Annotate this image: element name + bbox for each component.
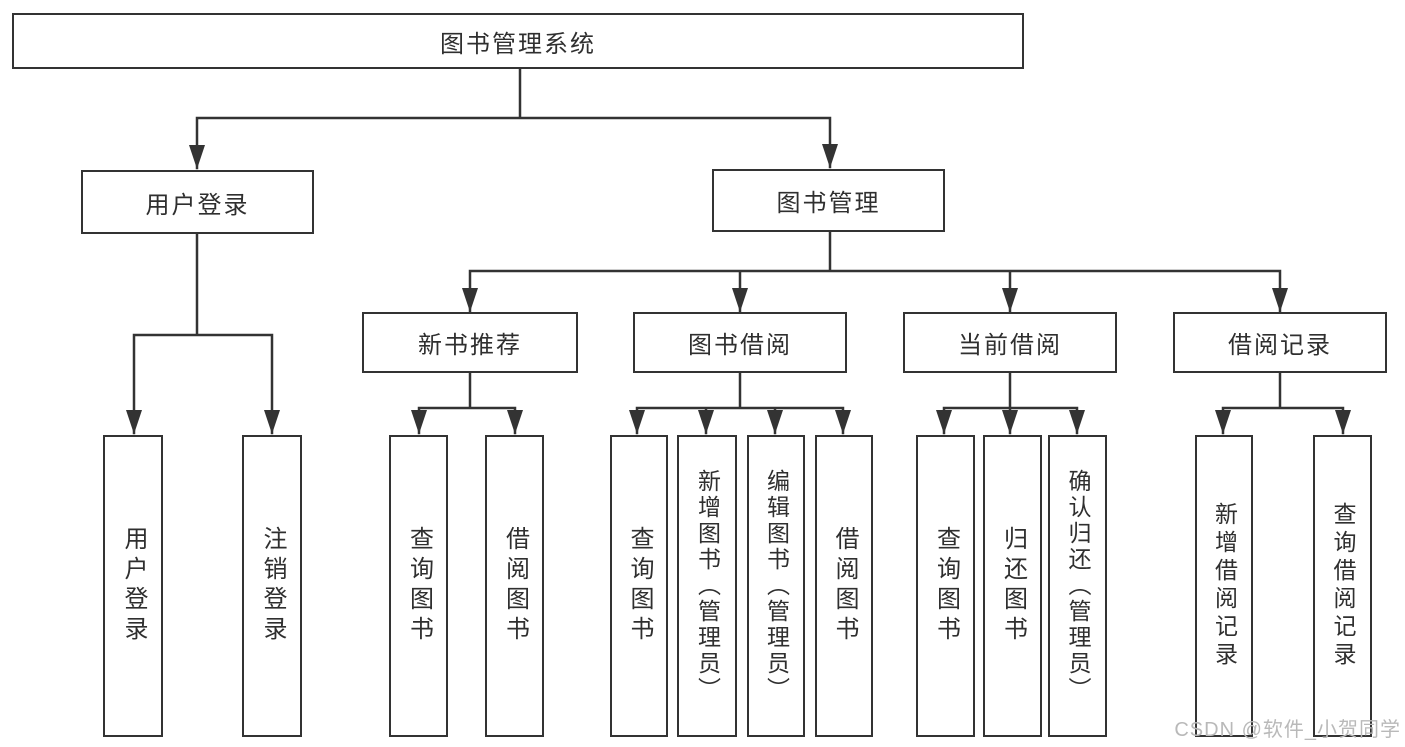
arrowhead [835,410,851,434]
leaf-records-query-record-label: 查询借阅记录 [1330,502,1356,670]
node-new-book-recommendation: 新书推荐 [362,312,578,373]
connector-book-management [468,230,1282,313]
node-root: 图书管理系统 [12,13,1024,69]
leaf-current-query-books-label: 查询图书 [932,526,960,646]
leaf-borrowing-query-books-label: 查询图书 [626,526,653,646]
arrowhead [411,410,427,434]
arrowhead [1002,410,1018,434]
node-user-login-label: 用户登录 [145,191,250,219]
arrowhead [822,144,838,168]
leaf-borrowing-edit-books-label: 编辑图书（管理员） [763,469,790,703]
node-new-book-recommendation-label: 新书推荐 [418,332,522,359]
node-book-management-label: 图书管理 [776,190,881,217]
leaf-current-query-books: 查询图书 [916,435,975,737]
arrowhead [732,288,748,312]
node-root-label: 图书管理系统 [440,30,596,58]
arrowhead [1002,288,1018,312]
leaf-borrowing-query-books: 查询图书 [610,435,668,737]
leaf-recommend-borrow-books-label: 借阅图书 [501,526,529,646]
arrowhead [1069,410,1085,434]
node-borrowing-records-label: 借阅记录 [1228,332,1332,359]
arrowhead [1215,410,1231,434]
leaf-current-confirm-return-label: 确认归还（管理员） [1065,469,1091,703]
leaf-recommend-borrow-books: 借阅图书 [485,435,544,737]
arrowhead [189,145,205,169]
leaf-borrowing-borrow-books: 借阅图书 [815,435,873,737]
arrowhead [126,410,142,434]
leaf-current-return-books-label: 归还图书 [999,526,1027,646]
connector-user-login [132,232,274,435]
leaf-logout-label: 注销登录 [259,526,286,646]
node-book-borrowing-label: 图书借阅 [688,332,792,359]
connector-new-book-recommendation [417,371,517,435]
leaf-borrowing-add-books: 新增图书（管理员） [677,435,737,737]
leaf-records-add-record: 新增借阅记录 [1195,435,1253,737]
connector-root [195,67,832,170]
arrowheads [126,144,1351,434]
connector-borrowing-records [1221,371,1345,435]
leaf-user-login: 用户登录 [103,435,163,737]
arrowhead [767,410,783,434]
arrowhead [698,410,714,434]
node-book-management: 图书管理 [712,169,945,232]
leaf-recommend-query-books-label: 查询图书 [405,526,433,646]
leaf-borrowing-edit-books: 编辑图书（管理员） [747,435,805,737]
node-user-login: 用户登录 [81,170,314,234]
leaf-current-confirm-return: 确认归还（管理员） [1048,435,1107,737]
node-current-borrowing-label: 当前借阅 [958,332,1062,359]
arrowhead [507,410,523,434]
leaf-records-query-record: 查询借阅记录 [1313,435,1372,737]
arrowhead [936,410,952,434]
leaf-borrowing-add-books-label: 新增图书（管理员） [694,469,721,703]
leaf-current-return-books: 归还图书 [983,435,1042,737]
watermark: CSDN @软件_小贺同学 [1174,719,1401,741]
leaf-user-login-label: 用户登录 [120,526,147,646]
leaf-records-add-record-label: 新增借阅记录 [1211,502,1238,670]
connector-book-borrowing [635,371,845,435]
leaf-logout: 注销登录 [242,435,302,737]
arrowhead [264,410,280,434]
leaf-borrowing-borrow-books-label: 借阅图书 [831,526,858,646]
leaf-recommend-query-books: 查询图书 [389,435,448,737]
node-current-borrowing: 当前借阅 [903,312,1117,373]
arrowhead [462,288,478,312]
arrowhead [629,410,645,434]
node-book-borrowing: 图书借阅 [633,312,847,373]
arrowhead [1272,288,1288,312]
node-borrowing-records: 借阅记录 [1173,312,1387,373]
arrowhead [1335,410,1351,434]
